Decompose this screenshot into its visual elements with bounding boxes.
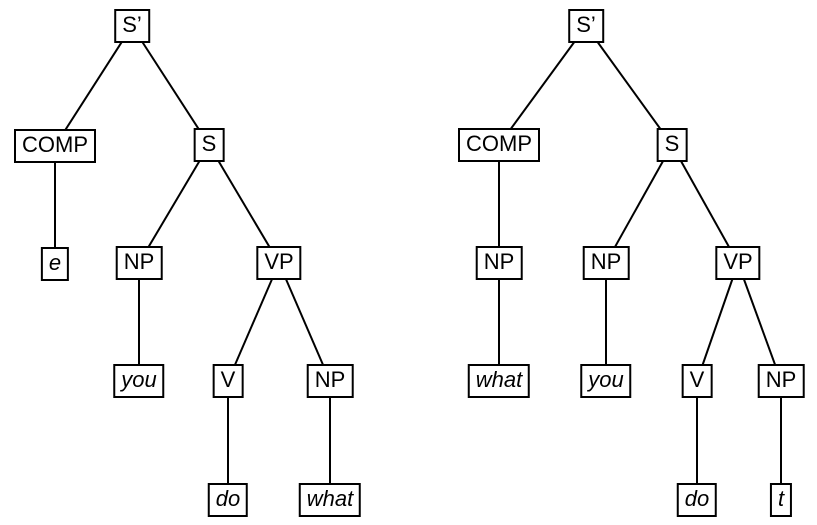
- tree-edge-left-tree-vp-np-obj: [278, 262, 331, 382]
- tree-node-right-tree-np-obj: NP: [757, 364, 805, 398]
- tree-node-right-tree-what: what: [467, 364, 531, 398]
- tree-node-left-tree-s: S: [193, 128, 225, 162]
- tree-node-right-tree-np-comp: NP: [475, 246, 523, 280]
- tree-node-left-tree-np-obj: NP: [306, 364, 354, 398]
- tree-node-right-tree-np-subj: NP: [582, 246, 630, 280]
- tree-edge-right-tree-vp-v: [696, 262, 739, 382]
- tree-edge-left-tree-vp-v: [227, 262, 280, 382]
- tree-node-right-tree-do: do: [676, 483, 718, 517]
- tree-edge-right-tree-vp-np-obj: [737, 262, 782, 382]
- tree-edge-left-tree-s-np-subj: [138, 144, 210, 264]
- tree-node-left-tree-np-subj: NP: [115, 246, 163, 280]
- tree-node-right-tree-you: you: [580, 364, 632, 398]
- tree-node-left-tree-comp: COMP: [14, 129, 96, 163]
- tree-edge-left-tree-s-vp: [208, 144, 280, 264]
- tree-node-left-tree-do: do: [207, 483, 249, 517]
- tree-edge-left-tree-sbar-s: [131, 25, 210, 146]
- tree-node-left-tree-e: e: [40, 247, 70, 281]
- tree-edge-left-tree-sbar-comp: [54, 25, 133, 147]
- tree-node-right-tree-t: t: [769, 483, 793, 517]
- tree-edge-right-tree-sbar-s: [585, 25, 673, 146]
- tree-node-left-tree-you: you: [113, 364, 165, 398]
- tree-node-left-tree-v: V: [212, 364, 244, 398]
- tree-node-left-tree-vp: VP: [256, 246, 302, 280]
- tree-edge-right-tree-s-vp: [671, 144, 739, 264]
- tree-node-left-tree-sbar: S’: [114, 9, 150, 43]
- tree-node-right-tree-comp: COMP: [458, 128, 540, 162]
- tree-node-right-tree-vp: VP: [715, 246, 761, 280]
- tree-node-right-tree-sbar: S’: [568, 9, 604, 43]
- tree-node-right-tree-s: S: [656, 128, 688, 162]
- tree-node-right-tree-v: V: [681, 364, 713, 398]
- tree-node-left-tree-what: what: [298, 483, 362, 517]
- tree-edge-right-tree-sbar-comp: [498, 25, 587, 146]
- tree-edge-right-tree-s-np-subj: [605, 144, 673, 264]
